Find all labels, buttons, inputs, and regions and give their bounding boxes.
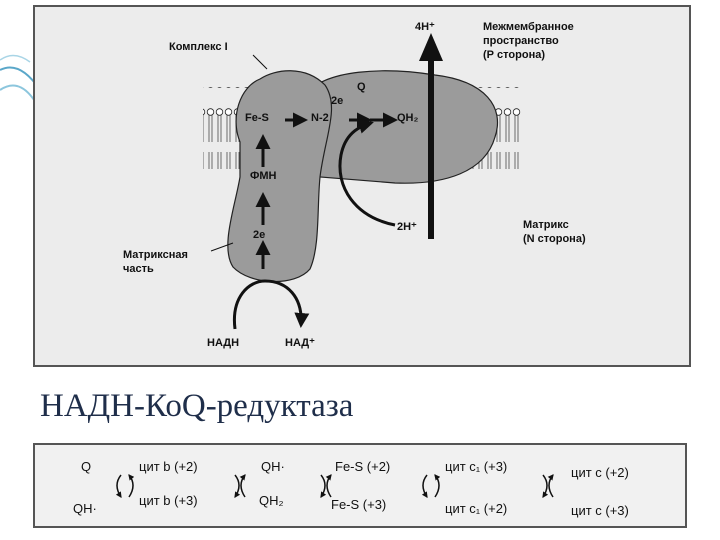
complex-i-figure: 4H⁺ Межмембранное пространство (Р сторон… (33, 5, 691, 367)
redox-c4-top: Fe-S (+2) (335, 459, 391, 474)
arrow-2h-uptake (338, 119, 396, 227)
label-2h: 2H⁺ (397, 221, 417, 233)
label-qh2: QH₂ (397, 112, 419, 124)
redox-pair-3 (320, 474, 332, 498)
label-q: Q (357, 81, 366, 93)
matrix-arm (227, 70, 332, 283)
redox-c3-top: QH· (261, 459, 285, 474)
redox-c5-bottom: цит c₁ (+2) (445, 501, 508, 516)
membrane-arm (304, 70, 499, 184)
label-matrix-1: Матрикс (523, 219, 569, 231)
label-nad: НАД⁺ (285, 337, 315, 349)
redox-scheme: Q QH· цит b (+2) цит b (+3) QH· QH₂ Fe-S… (33, 443, 687, 528)
redox-c3-bottom: QH₂ (259, 493, 284, 508)
label-2e-low: 2e (253, 229, 266, 241)
redox-pair-4 (421, 474, 441, 498)
redox-c1-bottom: QH· (73, 501, 97, 516)
redox-c6-bottom: цит c (+3) (571, 503, 629, 518)
label-fes: Fe-S (245, 112, 269, 124)
arrow-nadh-oxidation (232, 279, 310, 330)
complex-i-diagram (203, 33, 521, 330)
redox-c4-bottom: Fe-S (+3) (331, 497, 387, 512)
redox-arrows (115, 474, 554, 498)
pointer-complex (252, 54, 268, 70)
label-matrix-2: (N сторона) (523, 233, 586, 245)
redox-pair-2 (234, 474, 246, 498)
redox-pair-5 (542, 474, 554, 498)
label-intermembrane-3: (Р сторона) (483, 49, 545, 61)
label-complex-i: Комплекс I (169, 41, 228, 53)
redox-c2-top: цит b (+2) (139, 459, 198, 474)
redox-c1-top: Q (81, 459, 92, 474)
label-fmn: ФМН (250, 170, 277, 182)
label-2e-top: 2e (331, 95, 344, 107)
label-4h: 4H⁺ (415, 21, 435, 33)
redox-c5-top: цит c₁ (+3) (445, 459, 508, 474)
label-matrix-part-2: часть (123, 263, 154, 275)
slide-title: НАДН-КоQ-редуктаза (40, 388, 354, 424)
redox-pair-1 (115, 474, 135, 498)
label-n2: N-2 (311, 112, 329, 124)
label-matrix-part-1: Матриксная (123, 249, 188, 261)
redox-c6-top: цит c (+2) (571, 465, 629, 480)
proton-channel-head (419, 33, 443, 61)
label-nadh: НАДН (207, 337, 240, 349)
label-intermembrane-1: Межмембранное (483, 21, 574, 33)
label-intermembrane-2: пространство (483, 35, 559, 47)
pointer-matrix-part (210, 242, 234, 252)
redox-c2-bottom: цит b (+3) (139, 493, 198, 508)
